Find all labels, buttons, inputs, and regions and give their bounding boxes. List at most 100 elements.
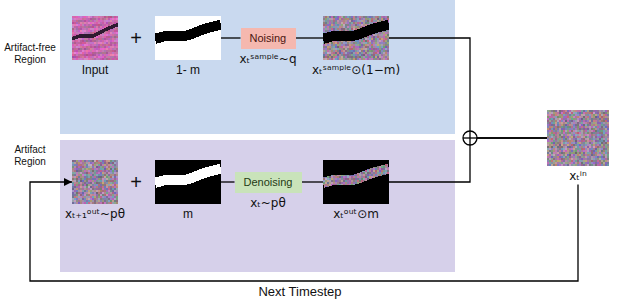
noise-pixel [373,44,375,46]
noise-pixel [74,168,76,170]
noise-pixel [92,28,94,30]
noise-pixel [361,24,363,26]
noise-pixel [90,40,92,42]
noise-pixel [110,164,112,166]
noise-pixel [345,50,347,52]
noise-pixel [112,52,114,54]
noise-pixel [373,58,375,60]
noise-pixel [369,162,371,164]
noise-pixel [78,28,80,30]
noise-pixel [329,166,331,168]
noise-pixel [323,24,325,26]
noise-pixel [331,168,333,170]
noise-pixel [102,58,104,60]
noise-pixel [333,22,335,24]
noise-pixel [94,54,96,56]
noise-pixel [375,16,377,18]
noise-pixel [355,50,357,52]
noise-pixel [327,44,329,46]
noise-pixel [327,46,329,48]
noise-pixel [329,28,331,30]
noise-pixel [80,192,82,194]
noise-pixel [80,56,82,58]
noise-pixel [104,38,106,40]
noise-pixel [108,198,110,200]
noise-pixel [96,58,98,60]
noise-pixel [377,38,379,40]
noise-pixel [373,164,375,166]
noise-pixel [114,160,116,162]
noise-pixel [375,38,377,40]
noise-pixel [361,170,363,172]
noise-pixel [333,48,335,50]
noise-pixel [106,194,108,196]
noise-pixel [100,170,102,172]
noise-pixel [359,162,361,164]
noise-pixel [351,48,353,50]
noise-pixel [86,192,88,194]
noise-pixel [341,52,343,54]
noise-pixel [78,52,80,54]
noise-pixel [82,30,84,32]
noise-pixel [82,18,84,20]
noise-pixel [357,26,359,28]
noise-pixel [82,162,84,164]
noise-pixel [78,50,80,52]
noise-pixel [116,56,118,58]
noise-pixel [72,48,74,50]
noise-pixel [82,198,84,200]
noise-pixel [84,16,86,18]
connector-line [221,181,235,182]
noise-pixel [331,44,333,46]
noise-pixel [88,166,90,168]
noise-pixel [333,42,335,44]
noise-pixel [106,48,108,50]
noise-pixel [106,54,108,56]
noise-pixel [357,160,359,162]
noise-pixel [331,160,333,162]
noise-pixel [92,162,94,164]
noise-pixel [74,32,76,34]
noise-pixel [377,164,379,166]
noise-pixel [385,162,387,164]
noise-pixel [353,24,355,26]
noise-pixel [100,26,102,28]
noise-pixel [379,40,381,42]
noise-pixel [347,168,349,170]
noise-pixel [331,170,333,172]
noise-pixel [94,42,96,44]
noise-pixel [116,44,118,46]
noise-pixel [88,54,90,56]
noise-pixel [367,50,369,52]
noise-pixel [359,58,361,60]
noise-pixel [335,56,337,58]
noise-pixel [341,56,343,58]
noise-pixel [102,180,104,182]
noise-pixel [116,194,118,196]
region-label: Artifact Region [1,144,59,168]
noise-pixel [369,38,371,40]
noise-pixel [116,46,118,48]
noise-pixel [345,54,347,56]
noise-pixel [110,174,112,176]
noise-pixel [339,22,341,24]
noise-pixel [329,160,331,162]
noise-pixel [343,16,345,18]
noise-pixel [108,200,110,202]
noise-pixel [361,46,363,48]
noise-pixel [116,182,118,184]
noise-pixel [88,196,90,198]
noise-pixel [106,22,108,24]
noise-pixel [116,160,118,162]
noise-pixel [114,46,116,48]
noise-pixel [102,38,104,40]
noise-pixel [102,170,104,172]
noise-pixel [112,44,114,46]
noise-pixel [74,178,76,180]
noise-pixel [72,20,74,22]
noise-pixel [385,58,387,60]
noise-pixel [108,176,110,178]
noise-pixel [102,202,104,204]
noise-pixel [331,20,333,22]
noise-pixel [106,186,108,188]
